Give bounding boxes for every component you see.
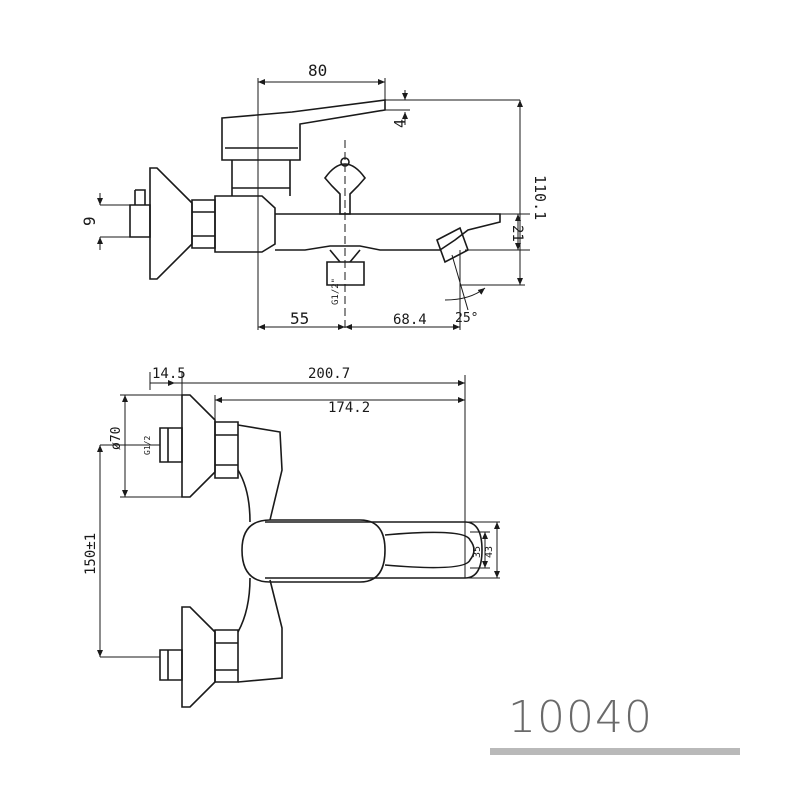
dim-thread-top: G1/2 bbox=[143, 436, 152, 455]
dim-body-length: 174.2 bbox=[328, 400, 370, 416]
top-lever-oval bbox=[241, 519, 386, 583]
dim-spout-width-inner: 35 bbox=[472, 546, 483, 558]
dim-flange-dia: ø70 bbox=[109, 427, 124, 450]
side-diverter-knob bbox=[323, 163, 367, 215]
side-view bbox=[97, 78, 530, 330]
side-mixer-body bbox=[214, 195, 276, 253]
side-dim-lines bbox=[97, 78, 530, 330]
side-bottom-outlet bbox=[326, 261, 365, 286]
side-wall-flange bbox=[149, 167, 193, 280]
top-dim-lines bbox=[97, 372, 500, 658]
side-inlet-stub bbox=[129, 204, 151, 238]
dim-inlet-dia: 9 bbox=[80, 216, 99, 226]
dim-flange-depth: 14.5 bbox=[152, 366, 186, 382]
dim-spout-angle: 25° bbox=[455, 311, 478, 326]
top-upper-nut bbox=[214, 421, 239, 479]
top-lower-flange bbox=[181, 606, 216, 708]
dim-left-length: 55 bbox=[290, 309, 309, 328]
top-spout bbox=[265, 521, 483, 579]
dim-spout-width-outer: 43 bbox=[484, 546, 495, 558]
product-code-underline bbox=[490, 748, 740, 755]
dim-total-length: 200.7 bbox=[308, 366, 350, 382]
top-upper-flange bbox=[181, 394, 216, 498]
product-code: 10040 bbox=[508, 692, 653, 743]
top-mixer-body bbox=[237, 424, 283, 683]
dim-spout-length: 68.4 bbox=[393, 312, 427, 328]
side-hex-nut bbox=[191, 199, 216, 249]
top-lower-nut bbox=[214, 629, 239, 683]
dim-total-height: 110.1 bbox=[531, 175, 549, 220]
side-lever-handle bbox=[221, 99, 386, 161]
dim-handle-offset: 4 bbox=[391, 119, 409, 128]
dim-centers: 150±1 bbox=[83, 533, 99, 575]
dim-spout-height: 21 bbox=[509, 225, 525, 242]
top-view bbox=[97, 372, 500, 708]
dim-handle-length: 80 bbox=[308, 61, 327, 80]
dim-thread-side: G1/2" bbox=[331, 278, 341, 305]
